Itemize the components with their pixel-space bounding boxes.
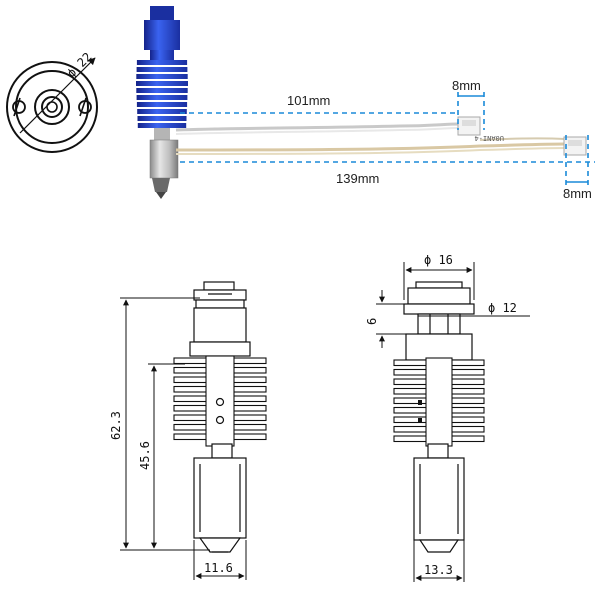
heatsink-height-label: 45.6	[138, 441, 152, 470]
heatsink-fin	[137, 109, 187, 114]
top-diameter-16-label: ϕ 16	[424, 253, 453, 267]
wire-dimension-lines	[180, 92, 595, 185]
connector-width-arrows	[458, 95, 588, 183]
total-height-label: 62.3	[109, 411, 123, 440]
heatsink-fin	[136, 60, 188, 65]
groove-diameter-12-label: ϕ 12	[488, 301, 517, 315]
heatsink-fin	[136, 102, 188, 107]
connector-width-8mm-label-1: 8mm	[452, 78, 481, 93]
top-view-circle	[6, 57, 98, 153]
left-bottom-width-label: 11.6	[204, 561, 233, 575]
connector-width-8mm-label-2: 8mm	[563, 186, 592, 201]
heatsink-fin	[136, 95, 188, 100]
connector-print: U0ANI-4	[474, 134, 504, 142]
left-view-holes	[215, 397, 225, 425]
wire-length-139-label: 139mm	[336, 171, 379, 186]
right-bottom-width-label: 13.3	[424, 563, 453, 577]
heatsink-fin	[137, 123, 187, 128]
hotend-photo	[136, 6, 188, 199]
right-dimension-lines	[376, 262, 530, 582]
connector-2	[563, 136, 587, 156]
right-side-view	[393, 281, 485, 553]
heatsink-fin	[136, 67, 188, 72]
diameter-22-label: ϕ 22	[64, 50, 94, 80]
right-view-marks	[418, 400, 422, 423]
heatsink-fin	[136, 81, 188, 86]
heatsink-fin	[136, 74, 188, 79]
wires	[175, 122, 566, 155]
heatsink-fin	[137, 116, 187, 121]
connector-1	[457, 116, 481, 136]
wire-length-101-label: 101mm	[287, 93, 330, 108]
heatsink-fin	[136, 88, 188, 93]
groove-height-6-label: 6	[365, 318, 379, 325]
left-dimension-lines	[120, 297, 247, 580]
